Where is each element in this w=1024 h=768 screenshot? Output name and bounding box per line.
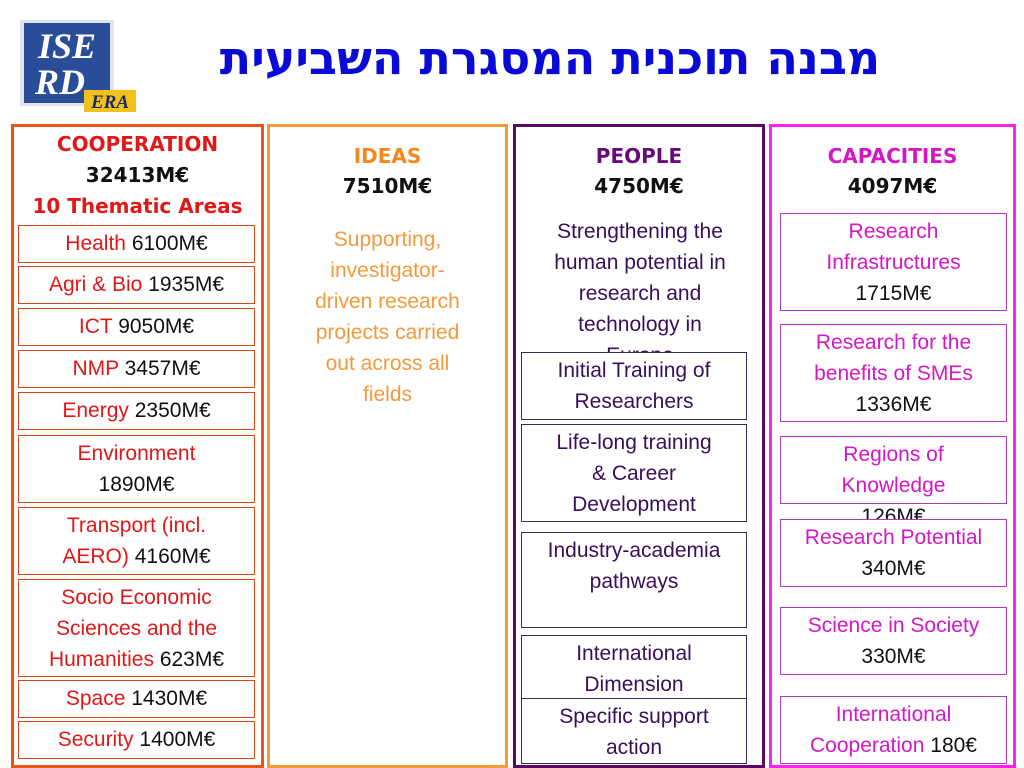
theme-name-cont: Sciences and the	[55, 617, 218, 640]
theme-budget: 1400M€	[139, 728, 216, 751]
theme-name: Transport (incl.	[66, 514, 207, 537]
theme-health: Health 6100M€	[18, 225, 255, 263]
theme-nmp: NMP 3457M€	[18, 350, 255, 388]
capacities-column	[769, 124, 1016, 768]
theme-energy: Energy 2350M€	[18, 392, 255, 430]
ideas-title: IDEAS	[353, 144, 422, 168]
capacity-budget: 180€	[930, 734, 977, 757]
theme-budget: 4160M€	[134, 545, 211, 568]
theme-space: Space 1430M€	[18, 680, 255, 718]
theme-transport: Transport (incl. AERO) 4160M€	[18, 507, 255, 575]
theme-socio-economic: Socio Economic Sciences and the Humaniti…	[18, 579, 255, 677]
theme-budget: 1430M€	[131, 687, 208, 710]
theme-environment: Environment 1890M€	[18, 435, 255, 503]
cooperation-budget: 32413M€	[85, 163, 190, 187]
theme-name: Socio Economic	[61, 586, 212, 609]
slide-title: מבנה תוכנית המסגרת השביעית	[219, 31, 881, 85]
people-initial-training: Initial Training of Researchers	[521, 352, 747, 420]
ideas-budget: 7510M€	[342, 174, 433, 198]
capacity-budget: 340M€	[861, 557, 926, 580]
isererd-era-logo: ISE RD ERA	[20, 20, 136, 113]
theme-name: Security	[57, 728, 134, 751]
capacity-research-infrastructures: Research Infrastructures 1715M€	[780, 213, 1007, 311]
theme-agri-bio: Agri & Bio 1935M€	[18, 266, 255, 304]
ideas-column	[267, 124, 508, 768]
theme-budget: 1890M€	[98, 473, 175, 496]
theme-budget: 6100M€	[131, 232, 208, 255]
logo-text-bottom: RD	[34, 62, 85, 102]
people-international-dimension: International Dimension	[521, 635, 747, 699]
theme-name: Energy	[62, 399, 129, 422]
capacity-budget: 330M€	[861, 645, 926, 668]
people-column	[513, 124, 765, 768]
theme-budget: 1935M€	[148, 273, 225, 296]
capacity-research-potential: Research Potential 340M€	[780, 519, 1007, 587]
theme-name: Environment	[77, 442, 196, 465]
cooperation-column	[11, 124, 264, 768]
capacities-title: CAPACITIES	[827, 144, 958, 168]
cooperation-title: COOPERATION	[56, 132, 219, 156]
people-title: PEOPLE	[595, 144, 683, 168]
ideas-description: Supporting, investigator- driven researc…	[315, 228, 460, 406]
logo-text-top: ISE	[37, 26, 96, 66]
theme-name: ICT	[78, 315, 113, 338]
theme-budget: 3457M€	[124, 357, 201, 380]
theme-security: Security 1400M€	[18, 721, 255, 759]
theme-name: Space	[65, 687, 126, 710]
people-lifelong-training: Life-long training & Career Development	[521, 424, 747, 522]
theme-name: Agri & Bio	[48, 273, 143, 296]
people-budget: 4750M€	[594, 174, 684, 198]
capacity-name-cont: Cooperation	[810, 734, 925, 757]
theme-ict: ICT 9050M€	[18, 308, 255, 346]
people-specific-support: Specific support action	[521, 698, 747, 764]
capacities-budget: 4097M€	[847, 174, 938, 198]
theme-name: Health	[65, 232, 126, 255]
theme-name: NMP	[72, 357, 119, 380]
people-description: Strengthening the human potential in res…	[554, 220, 726, 367]
capacity-budget: 1715M€	[855, 282, 932, 305]
capacity-smes: Research for the benefits of SMEs 1336M€	[780, 324, 1007, 422]
theme-budget: 2350M€	[134, 399, 211, 422]
theme-name-cont: Humanities	[48, 648, 154, 671]
capacity-budget: 1336M€	[855, 393, 932, 416]
capacity-science-in-society: Science in Society 330M€	[780, 607, 1007, 675]
capacity-regions-of-knowledge: Regions of Knowledge 126M€	[780, 436, 1007, 528]
theme-name-cont: AERO)	[62, 545, 129, 568]
theme-budget: 9050M€	[118, 315, 195, 338]
cooperation-subtitle: 10 Thematic Areas	[32, 194, 243, 218]
theme-budget: 623M€	[159, 648, 225, 671]
capacity-international-cooperation: International Cooperation 180€	[780, 696, 1007, 764]
people-industry-academia: Industry-academia pathways	[521, 532, 747, 628]
logo-era-text: ERA	[90, 92, 129, 113]
